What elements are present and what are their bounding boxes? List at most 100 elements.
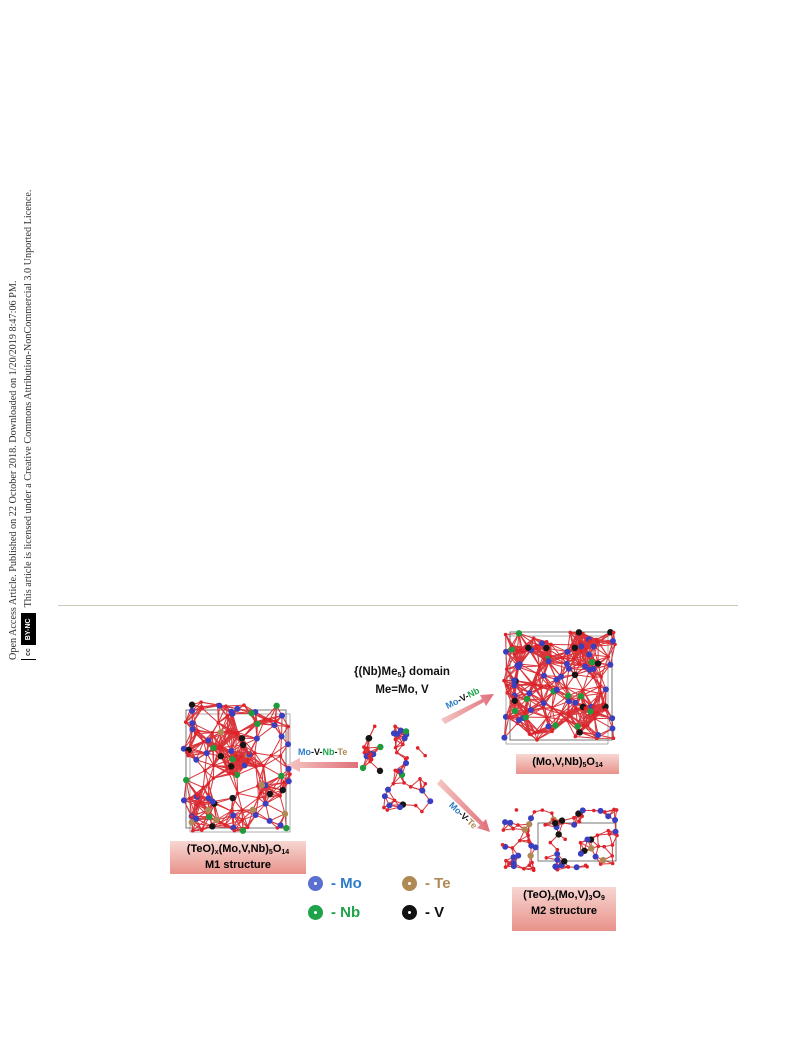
bond — [228, 773, 239, 794]
bond — [575, 735, 597, 739]
bond — [542, 707, 561, 715]
bond — [230, 793, 239, 812]
oxygen-atom — [507, 715, 511, 719]
oxygen-atom — [211, 763, 216, 768]
arrow-left-label: Mo-V-Nb-Te — [298, 747, 348, 757]
oxygen-atom — [393, 724, 397, 729]
bond — [204, 755, 222, 771]
oxygen-atom — [245, 761, 250, 765]
oxygen-atom — [408, 785, 413, 789]
oxygen-atom — [509, 643, 514, 648]
bond — [255, 766, 266, 786]
mo-atom — [510, 854, 517, 861]
bond — [396, 752, 408, 759]
bond — [211, 732, 221, 746]
bond — [220, 731, 243, 739]
oxygen-atom — [524, 708, 529, 713]
oxygen-atom — [614, 808, 619, 812]
bond — [269, 775, 282, 795]
oxygen-atom — [532, 810, 537, 814]
oxygen-atom — [216, 746, 221, 751]
bond — [529, 685, 550, 694]
mo-atom — [502, 713, 509, 720]
bond — [188, 729, 193, 751]
mo-atom — [573, 864, 580, 871]
mo-atom — [277, 822, 284, 829]
oxygen-atom — [368, 759, 372, 764]
oxygen-atom — [538, 685, 543, 689]
domain-me-label: Me=Mo, V — [375, 684, 429, 696]
nb-atom — [402, 728, 410, 735]
mo-atom — [381, 793, 388, 800]
mo-atom — [205, 737, 212, 744]
bond — [252, 809, 270, 822]
open-access-notice: Open Access Article. Published on 22 Oct… — [8, 280, 19, 660]
oxygen-atom — [235, 791, 240, 796]
oxygen-atom — [206, 781, 211, 786]
oxygen-atom — [563, 837, 567, 842]
bond — [603, 846, 613, 857]
mo-atom — [228, 748, 235, 755]
oxygen-atom — [504, 858, 508, 863]
oxygen-atom — [196, 729, 200, 733]
nb-atom — [552, 722, 559, 729]
licence-notice: This article is licensed under a Creativ… — [23, 189, 34, 608]
bond — [202, 708, 219, 724]
oxygen-atom — [607, 832, 612, 836]
mo-atom — [403, 760, 410, 767]
mo-atom — [510, 863, 517, 870]
bond — [185, 706, 202, 723]
oxygen-atom — [393, 737, 398, 742]
v-atom — [543, 644, 550, 652]
oxygen-atom — [542, 657, 547, 661]
oxygen-atom — [522, 866, 526, 871]
bond — [565, 668, 570, 688]
bond — [593, 706, 606, 711]
te-atom — [217, 728, 225, 736]
oxygen-atom — [413, 803, 418, 808]
bond — [192, 722, 213, 734]
bond — [192, 728, 209, 741]
mo-atom — [180, 745, 187, 752]
arrow-to-m3 — [441, 694, 494, 724]
oxygen-atom — [199, 700, 203, 704]
bond — [518, 719, 536, 733]
oxygen-atom — [402, 781, 406, 785]
bond — [208, 777, 214, 799]
bond — [219, 734, 237, 747]
bond — [593, 676, 601, 687]
cc-licence-badge[interactable]: cc BY-NC — [21, 613, 36, 660]
oxygen-atom — [423, 781, 428, 786]
mo-atom — [193, 815, 200, 822]
nb-atom — [574, 723, 581, 730]
bond — [257, 786, 259, 798]
bond — [579, 663, 594, 678]
bond — [393, 782, 405, 785]
oxygen-atom — [594, 637, 599, 642]
oxygen-atom — [393, 745, 398, 750]
mo-atom — [609, 637, 616, 644]
oxygen-atom — [610, 861, 615, 866]
bond — [567, 648, 587, 653]
oxygen-atom — [423, 753, 427, 758]
oxygen-atom — [550, 705, 554, 710]
bond — [186, 770, 206, 781]
oxygen-atom — [522, 711, 527, 716]
v-atom — [525, 644, 532, 651]
m3-formula: (Mo,V,Nb)5O14 — [532, 756, 603, 769]
nb-atom — [564, 692, 572, 699]
bond — [224, 819, 243, 826]
oxygen-atom — [578, 840, 583, 845]
bond — [279, 736, 283, 757]
te-atom — [281, 810, 289, 818]
bond — [217, 722, 228, 732]
arrow-to-m1 — [286, 758, 358, 772]
nb-atom — [508, 646, 516, 653]
oxygen-atom — [566, 711, 571, 715]
bond — [271, 743, 289, 756]
mo-atom — [590, 643, 597, 650]
mo-atom — [253, 735, 260, 742]
mo-atom — [565, 698, 572, 705]
oxygen-atom — [611, 630, 616, 635]
bond — [232, 809, 243, 828]
